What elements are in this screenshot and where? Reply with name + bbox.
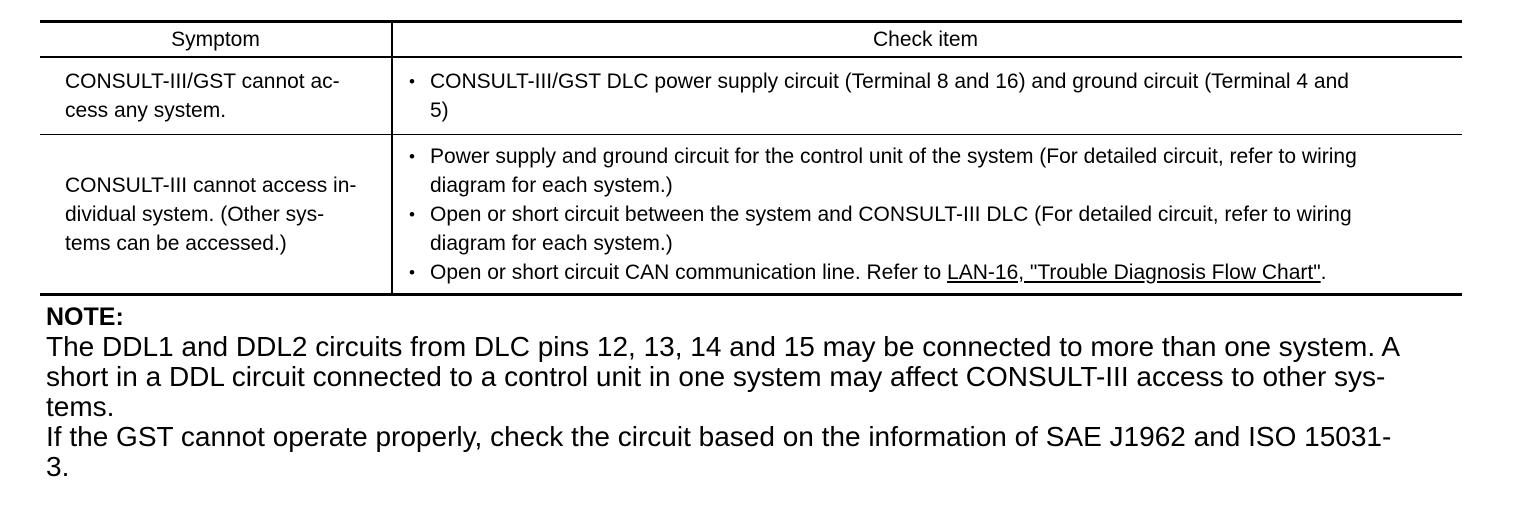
check-item-text: Power supply and ground circuit for the … (430, 144, 1357, 197)
check-item-text-prefix: Open or short circuit CAN communication … (430, 260, 948, 284)
bullet-icon: • (409, 204, 415, 224)
symptom-text: CONSULT-III cannot access in- dividual s… (65, 173, 357, 255)
symptom-header-cell: Symptom (40, 23, 393, 56)
check-item: • Open or short circuit CAN communicatio… (409, 258, 1458, 287)
check-item-text: Open or short circuit CAN communication … (430, 258, 1327, 287)
bullet-icon: • (409, 72, 415, 91)
check-item-text: Open or short circuit between the system… (430, 202, 1352, 255)
check-item-header-label: Check item (872, 28, 979, 51)
bullet-icon: • (409, 146, 415, 166)
symptom-text: CONSULT-III/GST cannot ac- cess any syst… (65, 70, 340, 122)
symptom-cell: CONSULT-III cannot access in- dividual s… (40, 135, 393, 293)
table-row: CONSULT-III cannot access in- dividual s… (40, 135, 1462, 293)
check-item-cell: • Power supply and ground circuit for th… (393, 135, 1462, 293)
table-row: CONSULT-III/GST cannot ac- cess any syst… (40, 58, 1462, 135)
check-item: • Open or short circuit between the syst… (409, 200, 1458, 258)
note-label: NOTE: (46, 303, 124, 331)
lan-16-link[interactable]: LAN-16, "Trouble Diagnosis Flow Chart" (947, 260, 1321, 284)
check-item: • CONSULT-III/GST DLC power supply circu… (409, 67, 1458, 125)
note-section: NOTE: The DDL1 and DDL2 circuits from DL… (46, 302, 1520, 482)
table-header-row: Symptom Check item (40, 23, 1462, 58)
note-paragraph: The DDL1 and DDL2 circuits from DLC pins… (46, 331, 1401, 422)
note-paragraph: If the GST cannot operate properly, chec… (46, 421, 1392, 482)
check-item-cell: • CONSULT-III/GST DLC power supply circu… (393, 58, 1462, 134)
check-item-header-cell: Check item (393, 23, 1462, 56)
check-item-text-suffix: . (1320, 260, 1327, 284)
symptom-header-label: Symptom (171, 28, 260, 51)
bullet-icon: • (409, 262, 415, 282)
diagnosis-table: Symptom Check item CONSULT-III/GST canno… (40, 20, 1462, 296)
symptom-cell: CONSULT-III/GST cannot ac- cess any syst… (40, 58, 393, 134)
check-item-text: CONSULT-III/GST DLC power supply circuit… (430, 70, 1349, 122)
check-item: • Power supply and ground circuit for th… (409, 142, 1458, 200)
